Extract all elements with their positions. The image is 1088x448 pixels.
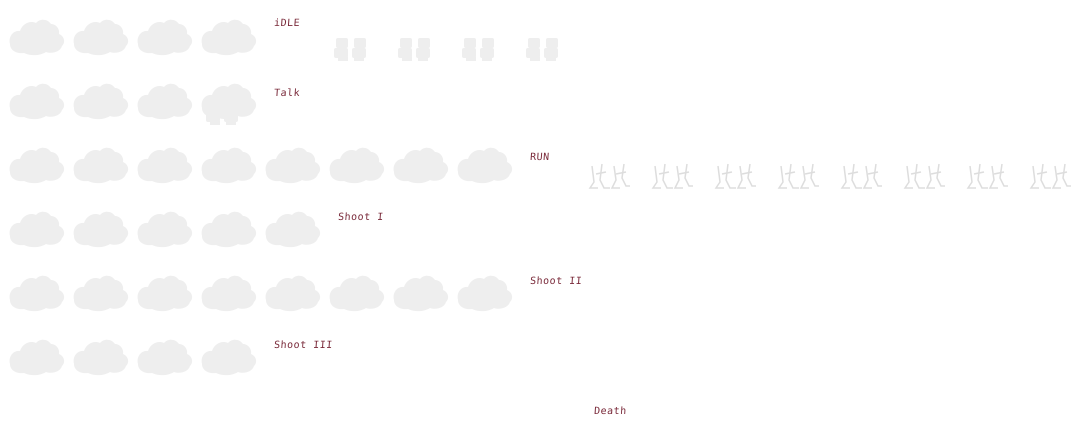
character-silhouette-icon: [329, 147, 385, 184]
character-silhouette-icon: [9, 19, 65, 56]
sprite-frame-idle: [196, 4, 260, 68]
running-legs-icon: [966, 163, 1008, 189]
sprite-frame-shoot1: [196, 196, 260, 260]
character-silhouette-icon: [9, 339, 65, 376]
talk-legs-frame: [204, 98, 244, 128]
sprite-frame-shoot1: [260, 196, 324, 260]
sprite-frame-shoot2: [196, 260, 260, 324]
character-silhouette-icon: [329, 275, 385, 312]
character-silhouette-icon: [73, 83, 129, 120]
running-legs-icon: [651, 163, 693, 189]
sprite-frame-talk: [132, 68, 196, 132]
animation-label-run: RUN: [529, 152, 550, 163]
sprite-frame-shoot1: [68, 196, 132, 260]
legs-icon: [526, 38, 558, 61]
sprite-frame-idle: [4, 4, 68, 68]
sprite-frame-shoot2: [324, 260, 388, 324]
character-silhouette-icon: [201, 19, 257, 56]
animation-label-idle: iDLE: [273, 18, 301, 29]
character-silhouette-icon: [201, 211, 257, 248]
character-silhouette-icon: [73, 339, 129, 376]
character-silhouette-icon: [137, 83, 193, 120]
run-legs-frame: [588, 160, 632, 194]
running-legs-icon: [714, 163, 756, 189]
idle-legs-frame: [332, 34, 372, 64]
running-legs-icon: [588, 163, 630, 189]
sprite-frame-shoot2: [132, 260, 196, 324]
animation-label-shoot2: Shoot II: [529, 276, 583, 287]
sprite-frame-shoot3: [68, 324, 132, 388]
character-silhouette-icon: [73, 211, 129, 248]
character-silhouette-icon: [201, 339, 257, 376]
character-silhouette-icon: [393, 147, 449, 184]
character-silhouette-icon: [73, 147, 129, 184]
idle-legs-frame: [396, 34, 436, 64]
character-silhouette-icon: [201, 275, 257, 312]
animation-label-death: Death: [593, 406, 628, 417]
animation-label-shoot3: Shoot III: [273, 340, 334, 351]
legs-icon: [206, 102, 238, 125]
character-silhouette-icon: [137, 19, 193, 56]
character-silhouette-icon: [137, 339, 193, 376]
sprite-frame-run: [324, 132, 388, 196]
idle-legs-frame: [524, 34, 564, 64]
sprite-frame-shoot1: [132, 196, 196, 260]
character-silhouette-icon: [457, 147, 513, 184]
running-legs-icon: [840, 163, 882, 189]
sprite-frame-run: [68, 132, 132, 196]
character-silhouette-icon: [265, 211, 321, 248]
sprite-frame-run: [132, 132, 196, 196]
legs-icon: [462, 38, 494, 61]
sprite-frame-shoot2: [388, 260, 452, 324]
run-legs-frame: [777, 160, 821, 194]
character-silhouette-icon: [9, 275, 65, 312]
sprite-frame-shoot3: [132, 324, 196, 388]
sprite-frame-shoot2: [452, 260, 516, 324]
character-silhouette-icon: [137, 275, 193, 312]
sprite-frame-run: [452, 132, 516, 196]
run-legs-frame: [903, 160, 947, 194]
sprite-frame-talk: [4, 68, 68, 132]
sprite-frame-run: [196, 132, 260, 196]
character-silhouette-icon: [201, 147, 257, 184]
sprite-frame-shoot2: [4, 260, 68, 324]
sprite-frame-shoot2: [260, 260, 324, 324]
character-silhouette-icon: [393, 275, 449, 312]
sprite-frame-talk: [68, 68, 132, 132]
sprite-frame-shoot2: [68, 260, 132, 324]
running-legs-icon: [903, 163, 945, 189]
sprite-frame-shoot3: [4, 324, 68, 388]
sprite-frame-idle: [68, 4, 132, 68]
sprite-frame-run: [4, 132, 68, 196]
sprite-frame-idle: [132, 4, 196, 68]
character-silhouette-icon: [137, 211, 193, 248]
animation-label-shoot1: Shoot I: [337, 212, 385, 223]
character-silhouette-icon: [137, 147, 193, 184]
character-silhouette-icon: [9, 83, 65, 120]
animation-label-talk: Talk: [273, 88, 301, 99]
run-legs-frame: [840, 160, 884, 194]
run-legs-frame: [714, 160, 758, 194]
character-silhouette-icon: [457, 275, 513, 312]
character-silhouette-icon: [73, 275, 129, 312]
character-silhouette-icon: [265, 147, 321, 184]
legs-icon: [398, 38, 430, 61]
character-silhouette-icon: [9, 147, 65, 184]
character-silhouette-icon: [73, 19, 129, 56]
run-legs-frame: [651, 160, 695, 194]
sprite-frame-run: [388, 132, 452, 196]
sprite-frame-shoot1: [4, 196, 68, 260]
running-legs-icon: [1029, 163, 1071, 189]
character-silhouette-icon: [265, 275, 321, 312]
character-silhouette-icon: [9, 211, 65, 248]
run-legs-frame: [1029, 160, 1073, 194]
sprite-frame-shoot3: [196, 324, 260, 388]
legs-icon: [334, 38, 366, 61]
sprite-frame-run: [260, 132, 324, 196]
running-legs-icon: [777, 163, 819, 189]
run-legs-frame: [966, 160, 1010, 194]
idle-legs-frame: [460, 34, 500, 64]
